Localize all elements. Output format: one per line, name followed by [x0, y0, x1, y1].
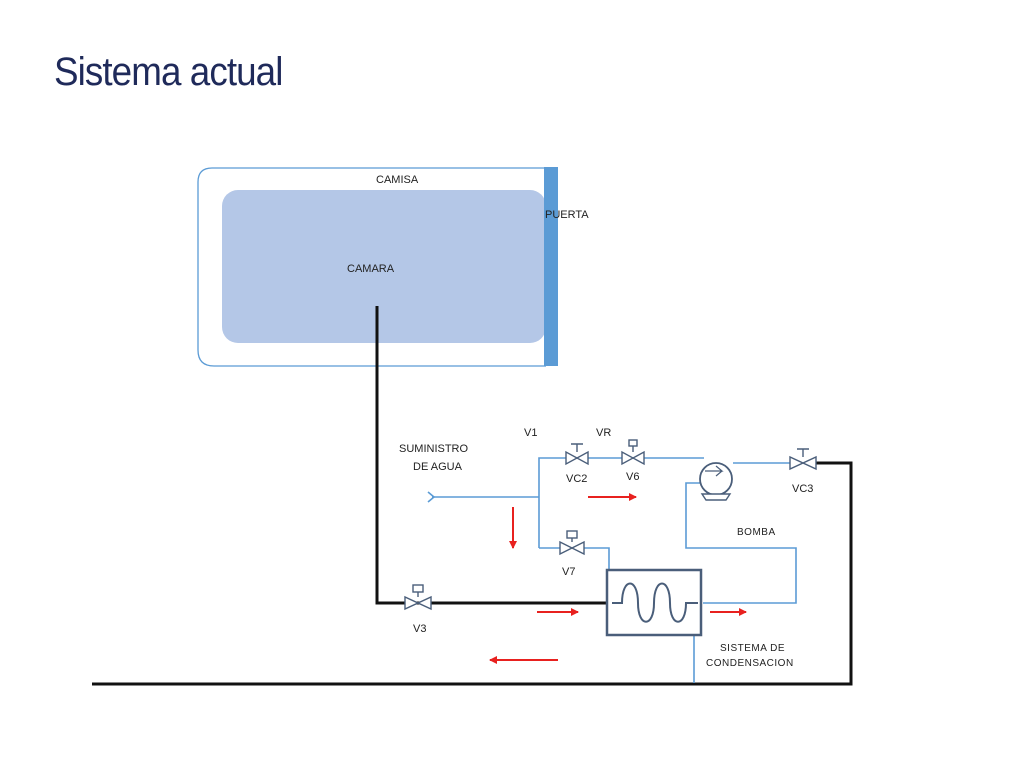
label-vc3: VC3	[792, 483, 813, 495]
valve-v7-icon	[559, 530, 585, 556]
label-vr: VR	[596, 427, 611, 439]
label-condensacion-2: CONDENSACION	[706, 658, 794, 669]
water-pipes	[432, 457, 797, 683]
label-v7: V7	[562, 566, 575, 578]
label-suministro-1: SUMINISTRO	[399, 443, 469, 455]
label-v1: V1	[524, 427, 537, 439]
flow-arrows	[489, 493, 747, 664]
valve-v3-icon	[404, 584, 432, 611]
bomba-pump-icon	[699, 462, 733, 501]
label-puerta: PUERTA	[545, 209, 589, 221]
label-v6: V6	[626, 471, 639, 483]
label-camara: CAMARA	[347, 263, 395, 275]
label-suministro-2: DE AGUA	[413, 461, 463, 473]
valve-vc2-icon	[565, 443, 589, 466]
label-condensacion-1: SISTEMA DE	[720, 643, 785, 654]
puerta-door	[544, 167, 558, 366]
valve-v6-icon	[621, 439, 645, 466]
bottom-return-pipe	[92, 461, 853, 686]
valve-vc3-icon	[789, 448, 817, 471]
drain-pipe-from-chamber	[375, 306, 607, 605]
condenser-coil-icon	[612, 582, 698, 623]
camara-chamber	[222, 190, 546, 343]
label-vc2: VC2	[566, 473, 587, 485]
camisa-jacket	[197, 167, 546, 367]
label-bomba: BOMBA	[737, 527, 776, 538]
page-title: Sistema actual	[54, 50, 283, 94]
label-camisa: CAMISA	[376, 174, 419, 186]
supply-inlet-icon	[427, 491, 436, 503]
label-v3: V3	[413, 623, 426, 635]
